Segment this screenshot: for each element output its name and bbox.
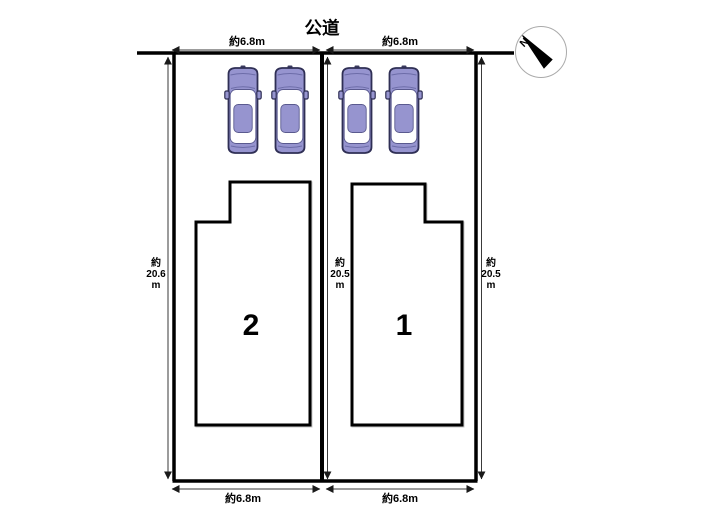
lot-2-number: 2 (243, 309, 260, 342)
svg-text:20.5: 20.5 (330, 269, 350, 280)
lot2-frontage-top-label: 約6.8m (229, 34, 265, 48)
car-icon (337, 64, 377, 154)
lot2-frontage-bottom-label: 約6.8m (225, 491, 261, 505)
svg-text:20.6: 20.6 (146, 269, 166, 280)
svg-text:m: m (487, 280, 496, 291)
svg-text:約: 約 (486, 256, 496, 269)
svg-text:m: m (152, 280, 161, 291)
building-1-outline (350, 182, 464, 427)
lot1-frontage-top-label: 約6.8m (382, 34, 418, 48)
right-depth-label: 約 20.5 m (481, 256, 501, 291)
north-arrow-icon (522, 35, 553, 69)
middle-depth-label: 約 20.5 m (330, 256, 350, 291)
left-depth-label: 約 20.6 m (146, 256, 166, 291)
compass-icon: N (515, 26, 567, 78)
car-icon (223, 64, 263, 154)
svg-text:約: 約 (335, 256, 345, 269)
car-icon (270, 64, 310, 154)
lot-1-number: 1 (396, 309, 413, 342)
svg-text:m: m (336, 280, 345, 291)
road-label: 公道 (305, 18, 340, 38)
car-icon (384, 64, 424, 154)
building-2-outline (194, 180, 312, 427)
svg-text:20.5: 20.5 (481, 269, 501, 280)
svg-text:約: 約 (151, 256, 161, 269)
lot1-frontage-bottom-label: 約6.8m (382, 491, 418, 505)
